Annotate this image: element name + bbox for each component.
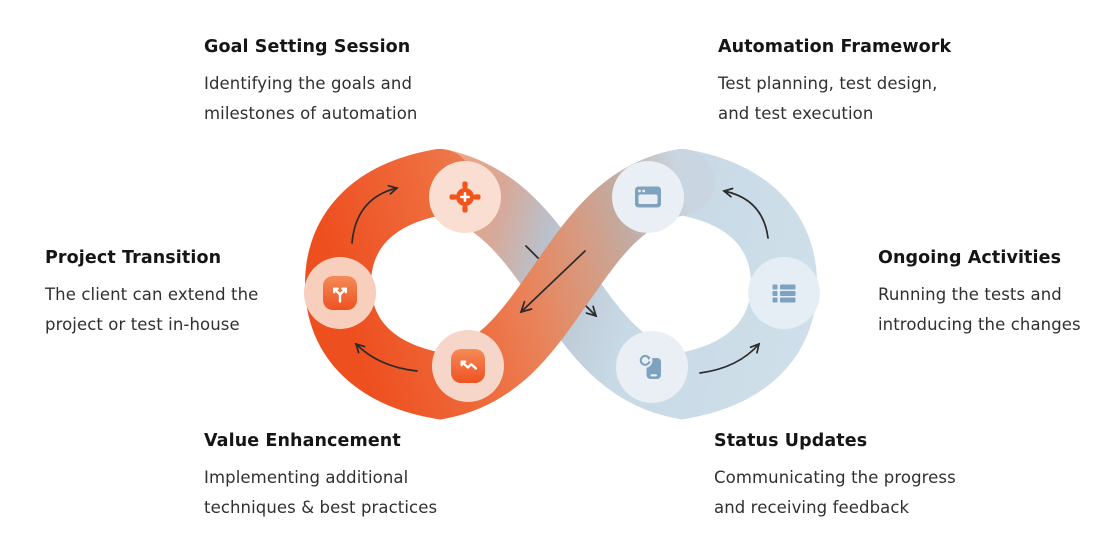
flow-arrow-left-bottom: [354, 342, 418, 372]
stage-description-line: Test planning, test design,: [718, 74, 938, 93]
browser-window-icon: [612, 161, 684, 233]
stage-title: Project Transition: [45, 248, 222, 268]
stage-description-line: The client can extend the: [45, 285, 259, 304]
stage-value-enhancement: Value Enhancement Implementing additiona…: [204, 428, 437, 523]
stage-description-line: techniques & best practices: [204, 498, 438, 517]
stage-description-line: Communicating the progress: [714, 468, 956, 487]
stage-automation-framework: Automation Framework Test planning, test…: [718, 34, 951, 129]
stage-description-line: Implementing additional: [204, 468, 409, 487]
list-icon: [748, 257, 820, 329]
branch-arrows-icon: [304, 257, 376, 329]
flow-arrow-right-bottom: [699, 342, 761, 374]
stage-description-line: Running the tests and: [878, 285, 1062, 304]
stage-status-updates: Status Updates Communicating the progres…: [714, 428, 956, 523]
stage-description-line: milestones of automation: [204, 104, 418, 123]
stage-description-line: Identifying the goals and: [204, 74, 413, 93]
stage-description-line: project or test in-house: [45, 315, 240, 334]
target-icon: [429, 161, 501, 233]
stage-title: Goal Setting Session: [204, 37, 411, 57]
stage-description-line: and receiving feedback: [714, 498, 910, 517]
stage-title: Value Enhancement: [204, 431, 401, 451]
flow-arrow-right-top: [722, 187, 769, 239]
stage-description-line: and test execution: [718, 104, 874, 123]
stage-goal-setting-session: Goal Setting Session Identifying the goa…: [204, 34, 417, 129]
phone-sync-icon: [616, 331, 688, 403]
stage-project-transition: Project Transition The client can extend…: [45, 245, 258, 340]
stage-description-line: introducing the changes: [878, 315, 1081, 334]
trend-arrow-icon: [432, 330, 504, 402]
flow-arrow-center-downleft: [519, 250, 586, 314]
stage-title: Automation Framework: [718, 37, 952, 57]
flow-arrow-left-top: [351, 184, 399, 244]
stage-title: Status Updates: [714, 431, 868, 451]
stage-ongoing-activities: Ongoing Activities Running the tests and…: [878, 245, 1081, 340]
stage-title: Ongoing Activities: [878, 248, 1062, 268]
